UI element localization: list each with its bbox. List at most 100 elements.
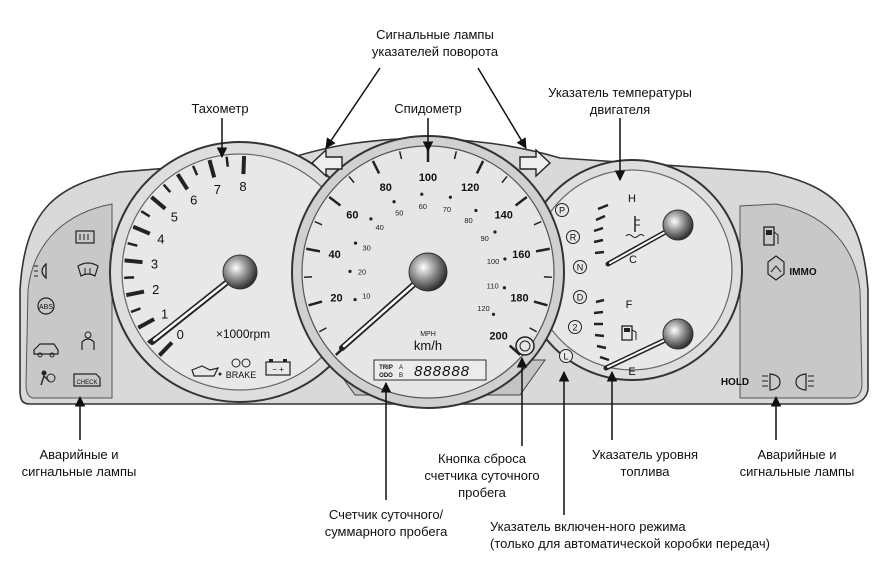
label-tachometer: Тахометр [191, 101, 249, 116]
tachometer-number: 0 [177, 327, 184, 342]
fuel-tick [594, 333, 605, 338]
mph-dot [491, 312, 496, 316]
tachometer-tick [225, 156, 230, 167]
mph-number: 110 [487, 281, 499, 290]
coolant-temp-icon [625, 216, 645, 238]
speedometer-tick [398, 151, 403, 160]
check-engine-icon: CHECK [73, 373, 101, 387]
fuel-full-label: F [626, 299, 633, 311]
mph-number: 20 [358, 267, 366, 276]
temp-cold-label: C [629, 254, 637, 266]
gear-position-label: 2 [572, 323, 577, 333]
tachometer-hub [222, 254, 258, 290]
brake-text: BRAKE [226, 370, 257, 380]
odo-digits: 888888 [414, 363, 470, 380]
temp-hot-label: H [628, 193, 636, 205]
headlight-icon [762, 373, 781, 391]
kmh-number: 160 [512, 249, 530, 261]
kmh-number: 20 [330, 293, 342, 305]
tachometer-number: 6 [190, 192, 197, 207]
temperature-tick [593, 238, 604, 244]
hold-label: HOLD [721, 377, 749, 388]
fuel-pump-icon [621, 325, 637, 341]
tachometer-number: 3 [151, 256, 158, 271]
speedometer-tick [314, 220, 323, 226]
warning-panel-right [739, 203, 863, 399]
speedometer-tick [508, 344, 521, 356]
immobilizer-icon [767, 255, 785, 281]
mph-dot [503, 257, 507, 261]
check-text: CHECK [76, 380, 97, 386]
speedometer-tick [305, 247, 321, 253]
kmh-number: 180 [510, 293, 528, 305]
arrow-turn-right [477, 67, 527, 149]
mph-dot [420, 192, 424, 196]
tachometer-number: 1 [161, 306, 168, 321]
mph-dot [353, 241, 358, 245]
gear-position-indicator [559, 349, 573, 363]
mph-dot [392, 200, 396, 204]
gear-position-label: P [559, 206, 565, 216]
mph-number: 60 [419, 202, 427, 211]
speedometer-tick [533, 300, 548, 307]
gear-position-label: D [577, 293, 584, 303]
gear-position-indicator [573, 260, 587, 274]
warning-panel-left [25, 203, 113, 399]
tachometer-tick [140, 210, 151, 218]
rear-fog-icon [795, 373, 814, 391]
mph-number: 10 [362, 291, 370, 300]
kmh-number: 100 [419, 172, 437, 184]
kmh-number: 120 [461, 182, 479, 194]
right-turn-signal-icon [519, 148, 552, 178]
brake-icon: BRAKE [226, 358, 257, 380]
temperature-tick [597, 203, 609, 211]
fuel-tick [596, 344, 607, 350]
gear-position-indicator [573, 290, 587, 304]
speedometer-tick [533, 220, 542, 226]
kmh-number: 60 [346, 210, 358, 222]
mph-dot [502, 286, 506, 290]
tachometer-number: 7 [214, 182, 221, 197]
fuel-empty-label: E [628, 366, 635, 378]
tachometer-tick [124, 276, 135, 280]
label-speedometer: Спидометр [394, 101, 462, 116]
arrow-turn-left [325, 67, 381, 149]
speedometer-tick [529, 327, 538, 333]
mph-dot [353, 298, 357, 302]
mph-number: 30 [363, 244, 371, 253]
trip-reset-button[interactable] [515, 336, 535, 356]
gear-position-indicator [555, 203, 569, 217]
temperature-hub [662, 209, 694, 241]
label-gear-indicator: Указатель включен-ного режима(только для… [490, 519, 770, 551]
odo-tag-b: B [399, 373, 403, 379]
tachometer-unit: ×1000rpm [216, 327, 270, 341]
speedometer-tick [501, 175, 508, 184]
tachometer-tick [127, 241, 138, 247]
fuel-tick [595, 298, 605, 304]
tachometer-tick [132, 224, 151, 236]
gear-position-label: N [577, 263, 584, 273]
mph-number: 70 [443, 205, 451, 214]
tachometer-tick [157, 341, 174, 357]
kmh-number: 80 [380, 182, 392, 194]
tachometer-tick [175, 173, 190, 191]
kmh-number: 40 [329, 249, 341, 261]
mph-dot [493, 230, 497, 234]
mph-dot [474, 208, 478, 213]
tachometer-tick [130, 307, 141, 314]
speedometer-tick [475, 160, 485, 175]
tachometer-tick [150, 195, 167, 211]
callout-arrows [74, 67, 782, 515]
fuel-icon [763, 226, 779, 246]
seatbelt-icon [81, 331, 95, 350]
gear-position-indicator [568, 320, 582, 334]
label-odometer: Счетчик суточного/суммарного пробега [324, 507, 448, 539]
door-open-icon [33, 343, 59, 358]
speedometer-tick [514, 196, 528, 207]
